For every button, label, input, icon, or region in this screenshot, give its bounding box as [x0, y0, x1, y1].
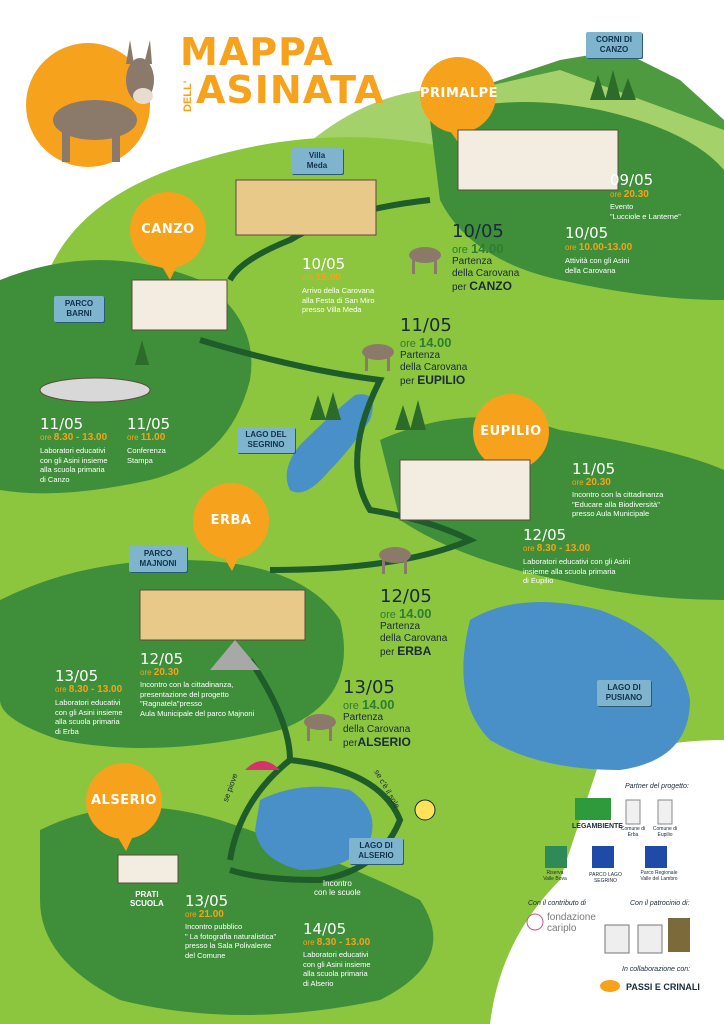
event-time: ore 14.00: [380, 606, 432, 621]
pin-label-alserio: ALSERIO: [91, 793, 157, 808]
pin-canzo: [130, 192, 206, 280]
pin-label-erba: ERBA: [210, 513, 252, 528]
parco-lambro-label: Parco Regionale Valle del Lambro: [640, 870, 678, 882]
title-line1: MAPPA: [180, 30, 334, 74]
event-date: 09/05: [610, 171, 654, 189]
building-majnoni: [139, 589, 306, 641]
event-time: ore 20.30: [610, 189, 649, 200]
event-date: 13/05: [343, 677, 395, 698]
event-date: 13/05: [55, 667, 99, 685]
lake-alserio: [255, 786, 373, 870]
event-desc: Conferenza Stampa: [127, 446, 166, 465]
event-date: 10/05: [452, 221, 504, 242]
event-date: 14/05: [303, 920, 347, 938]
event-date: 11/05: [127, 415, 171, 433]
event-date: 11/05: [572, 460, 616, 478]
umbrella-icon: [245, 761, 280, 770]
building-canzo: [131, 279, 228, 331]
pin-erba: [193, 483, 269, 571]
event-date: 12/05: [380, 586, 432, 607]
passi-crinali-logo: PASSI E CRINALI: [626, 982, 700, 992]
comune-erba-label: Comune di Erba: [620, 826, 646, 838]
route-path: [227, 197, 431, 282]
legambiente-label: LEGAMBIENTE: [572, 823, 623, 830]
lake-pusiano: [463, 602, 690, 770]
event-time: ore 20.30: [572, 477, 611, 488]
title-dell: DELL': [182, 80, 194, 112]
pin-label-canzo: CANZO: [141, 222, 195, 237]
pin-label-primalpe: PRIMALPE: [420, 86, 499, 101]
event-desc: Evento "Lucciole e Lanterne": [610, 202, 681, 221]
event-time: ore 14.00: [452, 241, 504, 256]
tag-parco-majnoni: PARCO MAJNONI: [129, 546, 187, 572]
label-prati-scuola: PRATI SCUOLA: [130, 890, 164, 908]
event-date: 10/05: [565, 224, 609, 242]
contributo-label: Con il contributo di: [528, 900, 586, 907]
triangle-shape: [210, 640, 260, 670]
patrocinio-label: Con il patrocinio di:: [630, 900, 690, 907]
event-desc: Partenza della Carovana per EUPILIO: [400, 350, 468, 387]
event-time: ore 14.00: [343, 697, 395, 712]
tag-corni-canzo: CORNI DI CANZO: [586, 32, 642, 58]
event-date: 11/05: [400, 315, 452, 336]
event-time: ore 8.30 - 13.00: [523, 543, 591, 554]
event-date: 12/05: [523, 526, 567, 544]
building-alserio: [117, 854, 179, 884]
label-incontro-scuole: Incontro con le scuole: [314, 879, 361, 897]
tag-lago-pusiano: LAGO DI PUSIANO: [597, 680, 651, 706]
event-desc: Incontro con la cittadinanza "Educare al…: [572, 490, 664, 518]
event-desc: Attività con gli Asini della Carovana: [565, 256, 630, 275]
event-desc: Laboratori educativi con gli Asini insie…: [40, 446, 108, 484]
arena: [39, 377, 151, 403]
building-villa-meda: [235, 179, 377, 236]
lake-segrino: [286, 394, 373, 493]
donkey-illustration: [53, 40, 154, 162]
event-time: ore 14.00: [400, 335, 452, 350]
route-path: [227, 658, 294, 861]
donkey-small-icon: [304, 247, 441, 741]
pin-label-eupilio: EUPILIO: [480, 424, 542, 439]
event-time: ore 11.00: [127, 432, 166, 443]
building-primalpe: [457, 129, 619, 191]
comune-eupilio-label: Comune di Eupilio: [652, 826, 678, 838]
event-time: ore 10.00-13.00: [565, 242, 633, 253]
event-desc: Arrivo della Carovana alla Festa di San …: [302, 286, 375, 314]
trees: [135, 70, 636, 430]
event-desc: Incontro con la cittadinanza, presentazi…: [140, 680, 255, 718]
event-time: ore 21.00: [185, 909, 224, 920]
title-line2: ASINATA: [196, 68, 385, 112]
event-time: ore 15.00: [302, 272, 341, 283]
event-desc: Partenza della Carovana per CANZO: [452, 256, 520, 293]
event-desc: Incontro pubblico " La fotografia natura…: [185, 922, 277, 960]
tag-lago-segrino: LAGO DEL SEGRINO: [237, 427, 295, 453]
event-date: 13/05: [185, 892, 229, 910]
event-desc: Laboratori educativi con gli Asini insie…: [55, 698, 123, 736]
tag-lago-alserio: LAGO DI ALSERIO: [349, 838, 403, 864]
sun-icon: [414, 799, 436, 821]
parco-segrino-label: PARCO LAGO SEGRINO: [589, 872, 622, 884]
event-desc: Laboratori educativi con gli Asini insie…: [523, 557, 631, 585]
partners-title: Partner del progetto:: [625, 783, 689, 790]
event-desc: Laboratori educativi con gli Asini insie…: [303, 950, 371, 988]
event-date: 12/05: [140, 650, 184, 668]
event-time: ore 8.30 - 13.00: [40, 432, 108, 443]
tag-villa-meda: Villa Meda: [291, 148, 343, 174]
tag-parco-barni: PARCO BARNI: [54, 296, 104, 322]
event-date: 11/05: [40, 415, 84, 433]
collaborazione-label: In collaborazione con:: [622, 966, 691, 973]
legambiente-logo: [575, 798, 611, 820]
event-date: 10/05: [302, 255, 346, 273]
event-time: ore 8.30 - 13.00: [303, 937, 371, 948]
pin-alserio: [86, 763, 162, 851]
event-time: ore 8.30 - 13.00: [55, 684, 123, 695]
event-time: ore 20.30: [140, 667, 179, 678]
building-eupilio: [399, 459, 531, 521]
riserva-label: Riserva Valle Bova: [543, 870, 567, 882]
event-desc: Partenza della Carovana perALSERIO: [343, 712, 411, 749]
event-desc: Partenza della Carovana per ERBA: [380, 621, 448, 658]
